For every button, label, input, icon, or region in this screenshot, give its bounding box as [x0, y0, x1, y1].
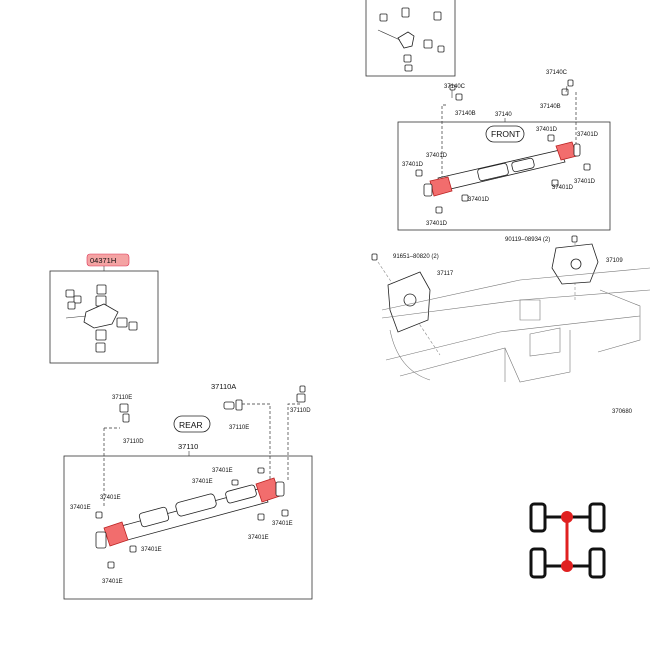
label-37401d-g: 37401D: [574, 179, 596, 185]
label-37401e-c: 37401E: [100, 495, 121, 501]
rear-driveshaft-4x4-icon: [529, 502, 606, 579]
label-37401e-h: 37401E: [272, 521, 293, 527]
label-37110a: 37110A: [211, 382, 236, 391]
label-37401d-a: 37401D: [426, 153, 448, 159]
front-badge: [485, 125, 525, 143]
label-37401e-e: 37401E: [141, 547, 162, 553]
label-37401d-d: 37401D: [426, 221, 448, 227]
label-37401e-d: 37401E: [70, 505, 91, 511]
label-37110d-a: 37110D: [123, 439, 144, 445]
rear-badge: [173, 415, 211, 433]
label-37401d-e: 37401D: [536, 127, 558, 133]
bolt-icon: [571, 235, 578, 243]
label-37140c-left: 37140C: [444, 84, 466, 90]
label-37140c-right: 37140C: [546, 70, 568, 76]
label-37401d-b: 37401D: [402, 162, 424, 168]
label-37109: 37109: [606, 258, 623, 264]
label-37110e-a: 37110E: [112, 395, 132, 401]
label-90119: 90119–08934 (2): [505, 237, 550, 243]
label-37140: 37140: [495, 112, 512, 118]
label-37401d-c: 37401D: [468, 197, 490, 203]
grease-fitting-icon: [567, 79, 574, 87]
label-37401e-f: 37401E: [102, 579, 123, 585]
rear-propeller-shaft-group: 37110E 37110D 37110A 37110E 37110D REAR …: [63, 382, 313, 600]
label-91651: 91651–80820 (2): [393, 254, 439, 260]
universal-joint-kit-inset: 04371H: [49, 253, 159, 364]
reference-code: 370680: [612, 409, 633, 415]
front-universal-joint-inset: [365, 0, 456, 77]
kit-badge: [86, 253, 130, 267]
rear-rear-yoke: [103, 521, 129, 547]
label-37401e-g: 37401E: [248, 535, 269, 541]
label-37401e-a: 37401E: [212, 468, 233, 474]
front-title: FRONT: [491, 129, 520, 139]
rear-title: REAR: [179, 420, 203, 430]
front-rear-yoke: [429, 176, 453, 197]
label-37117: 37117: [437, 271, 454, 277]
bolt-icon: [371, 253, 378, 261]
label-37110: 37110: [178, 442, 198, 451]
label-37110e-b: 37110E: [229, 425, 249, 431]
front-propeller-shaft-group: 37140C 37140C 37140B 37140B 37140 FRONT …: [397, 70, 611, 231]
label-37110d-b: 37110D: [290, 408, 311, 414]
label-37401d-f: 37401D: [577, 132, 599, 138]
label-37401e-b: 37401E: [192, 479, 213, 485]
center-bearing-bracket-area: 90119–08934 (2) 91651–80820 (2) 37117 37…: [371, 235, 650, 415]
label-37401d-h: 37401D: [552, 185, 574, 191]
grease-fitting-icon: [449, 84, 456, 91]
label-37140b-right: 37140B: [540, 104, 561, 110]
label-37140b-left: 37140B: [455, 111, 476, 117]
kit-label-04371h: 04371H: [90, 256, 116, 265]
